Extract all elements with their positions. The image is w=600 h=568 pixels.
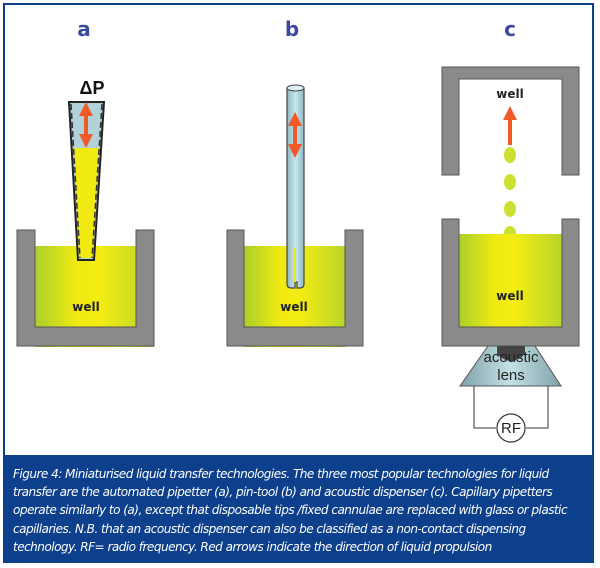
- droplets: [504, 147, 516, 240]
- pipette-tip: [67, 101, 106, 261]
- lens-label-line2: lens: [497, 367, 525, 384]
- rf-source-icon: [496, 413, 526, 443]
- panel-label-c: c: [504, 17, 516, 41]
- droplet: [504, 174, 516, 190]
- arrow-icon-c: [503, 106, 517, 145]
- bottom-well-label: well: [496, 289, 523, 303]
- droplet: [504, 147, 516, 163]
- panel-label-b: b: [285, 17, 299, 41]
- panel-label-a: a: [77, 17, 91, 41]
- arrow-icon-b: [288, 112, 302, 158]
- acoustic-lens: acoustic lens: [459, 345, 562, 387]
- pin-tool: [286, 84, 305, 289]
- droplet: [504, 201, 516, 217]
- well-label-a: well: [72, 300, 99, 314]
- diagram-canvas: a b c ΔP well well: [16, 17, 580, 443]
- liquid-c: [459, 234, 562, 327]
- arrow-icon-a: [79, 102, 93, 148]
- pressure-label: ΔP: [80, 78, 105, 98]
- bottom-well-c: well: [441, 218, 580, 347]
- panel-c: well well acoustic lens RF: [441, 66, 580, 443]
- well-label-b: well: [280, 300, 307, 314]
- rf-label: RF: [501, 420, 521, 437]
- top-well-c: well: [441, 66, 580, 176]
- well-wall-a: [16, 229, 155, 347]
- figure-caption: Figure 4: Miniaturised liquid transfer t…: [3, 455, 594, 563]
- well-a: well: [16, 229, 155, 347]
- panel-b: well: [226, 84, 364, 347]
- top-well-wall: [441, 66, 580, 176]
- well-wall-b: [226, 229, 364, 347]
- top-well-label: well: [496, 87, 523, 101]
- panel-a: ΔP well: [16, 78, 155, 347]
- caption-text: Figure 4: Miniaturised liquid transfer t…: [13, 467, 568, 554]
- rf-circuit: RF: [473, 386, 549, 443]
- lens-label-line1: acoustic: [483, 349, 539, 366]
